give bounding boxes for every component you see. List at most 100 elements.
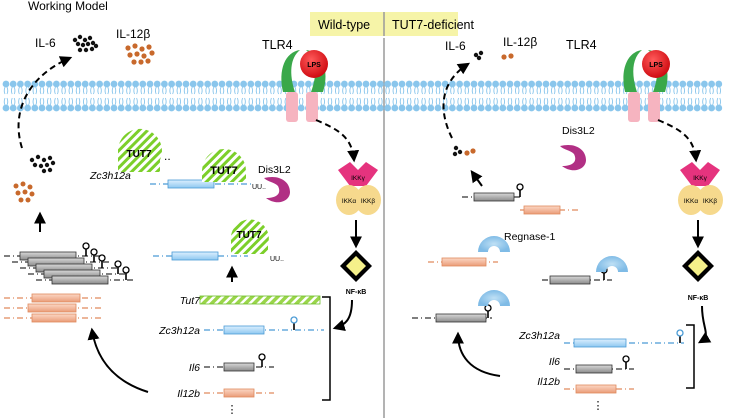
left-tlr4-to-ikk-arrow xyxy=(315,119,360,163)
right-gene-mrna xyxy=(564,329,684,348)
left-tut7-bound-2: TUT7 xyxy=(230,219,269,254)
right-dis3l2-label: Dis3L2 xyxy=(562,125,595,137)
left-uu2: UU.. xyxy=(270,256,284,263)
left-nfkb-label: NF-κB xyxy=(346,289,367,296)
left-il6-mrna-copy xyxy=(4,242,104,261)
left-gene-label: Zc3h12a xyxy=(158,325,200,337)
left-dis3l2: Dis3L2 xyxy=(258,164,291,203)
right-dis3l2: Dis3L2 xyxy=(560,125,595,171)
right-il12b-mrna xyxy=(520,205,580,215)
left-zc3h12a-mrna-uridylated xyxy=(153,251,248,261)
left-il12b-dots xyxy=(125,43,155,65)
left-zc3h12a-mrna-degrading xyxy=(150,179,252,189)
left-tut7-bound1-label: TUT7 xyxy=(210,165,238,177)
right-il12b-intracellular xyxy=(464,148,476,156)
left-gene-mrna xyxy=(204,353,274,372)
left-il6-dots xyxy=(72,34,99,53)
left-gene-mrna xyxy=(199,295,321,305)
right-lps-icon xyxy=(642,50,670,78)
right-il12b-dots xyxy=(501,53,514,60)
left-gene-mrna xyxy=(204,316,324,335)
left-lps-icon xyxy=(300,50,328,78)
left-ikkg-label: IKKγ xyxy=(351,175,365,182)
left-tut7-bound-1: TUT7 xyxy=(202,148,247,182)
right-nfkb: NF-κB xyxy=(682,250,714,302)
left-gene-ellipsis: ⋮ xyxy=(227,404,238,416)
cell-membrane xyxy=(2,80,723,112)
right-il6-mrna xyxy=(462,183,524,202)
regnase-1-icon xyxy=(478,236,510,252)
left-ikka-label: IKKα xyxy=(342,198,356,205)
right-il6-mrna xyxy=(412,304,492,323)
left-tut7-free-label: TUT7 xyxy=(127,149,152,160)
left-il12b-intracellular xyxy=(13,181,35,203)
right-translation-arrow xyxy=(452,331,501,377)
left-lps-label: LPS xyxy=(307,62,321,69)
right-arrow-up xyxy=(470,170,483,187)
left-ikk-complex: IKKγ IKKα IKKβ xyxy=(336,162,381,215)
condition-banner: Wild-type TUT7-deficient xyxy=(310,12,474,36)
left-uu1: UU.. xyxy=(252,184,266,191)
left-il6-label: IL-6 xyxy=(35,36,56,50)
right-il6-dots xyxy=(473,50,484,61)
right-tlr4-label: TLR4 xyxy=(566,38,597,52)
right-mrna-regnase-cluster xyxy=(412,183,628,323)
regnase-1-icon xyxy=(478,290,510,306)
right-nfkb-to-genes-arrow xyxy=(697,305,712,344)
right-il6-label: IL-6 xyxy=(445,39,466,53)
right-tlr4-receptor: TLR4 LPS xyxy=(566,38,670,122)
left-gene-label: Il6 xyxy=(189,362,200,374)
right-ikkb-label: IKKβ xyxy=(703,198,717,205)
right-secretion-arrow xyxy=(442,62,471,139)
right-ikkg-label: IKKγ xyxy=(693,175,707,182)
left-tut7-free: TUT7 .. xyxy=(118,128,171,172)
left-il12b-mrna-copy xyxy=(4,303,104,313)
right-gene-label: Il12b xyxy=(537,376,560,388)
left-il6-mrna-copy xyxy=(12,248,112,267)
right-gene-label: Zc3h12a xyxy=(518,330,560,342)
right-ikk-complex: IKKγ IKKα IKKβ xyxy=(678,162,723,215)
left-il6-intracellular xyxy=(29,154,56,174)
left-tlr4-receptor: TLR4 LPS xyxy=(262,38,328,122)
left-gene-bracket xyxy=(322,296,331,401)
left-dis3l2-label: Dis3L2 xyxy=(258,164,291,176)
left-il12b-mrna-copy xyxy=(4,313,104,323)
left-nfkb: NF-κB xyxy=(340,250,372,296)
right-il6-intracellular xyxy=(452,145,463,157)
title: Working Model xyxy=(28,0,108,13)
right-regnase-label: Regnase-1 xyxy=(504,231,556,243)
left-tlr4-label: TLR4 xyxy=(262,38,293,52)
right-il12b-label: IL-12β xyxy=(503,35,537,49)
right-tlr4-to-ikk-arrow xyxy=(657,119,702,163)
left-tut7-bound2-label: TUT7 xyxy=(237,230,262,241)
left-gene-label: Il12b xyxy=(177,388,200,400)
left-mrna-pile xyxy=(4,242,136,323)
left-gene-label: Tut7 xyxy=(180,295,201,307)
banner-wildtype: Wild-type xyxy=(318,18,370,32)
left-il12b-label: IL-12β xyxy=(116,27,150,41)
right-gene-mrna xyxy=(564,384,634,394)
left-nfkb-to-genes-arrow xyxy=(332,299,353,331)
left-translation-arrow xyxy=(87,327,149,393)
regnase-1-icon xyxy=(596,256,628,272)
left-zc3h12a-top-label: Zc3h12a xyxy=(89,170,131,182)
right-lps-label: LPS xyxy=(649,62,663,69)
right-gene-ellipsis: ⋮ xyxy=(593,400,604,412)
left-gene-mrna xyxy=(204,388,274,398)
right-ikka-label: IKKα xyxy=(684,198,698,205)
banner-tut7-deficient: TUT7-deficient xyxy=(392,18,474,32)
right-il12b-mrna xyxy=(428,257,498,267)
left-il6-mrna-copy xyxy=(36,266,136,285)
right-nfkb-label: NF-κB xyxy=(688,295,709,302)
left-tut7-dots: .. xyxy=(164,149,171,163)
right-gene-bracket xyxy=(686,324,695,389)
left-il12b-mrna-copy xyxy=(4,293,104,303)
right-gene-mrna xyxy=(564,355,634,374)
left-ikkb-label: IKKβ xyxy=(361,198,375,205)
right-gene-label: Il6 xyxy=(549,356,560,368)
left-secretion-arrow xyxy=(17,56,73,149)
